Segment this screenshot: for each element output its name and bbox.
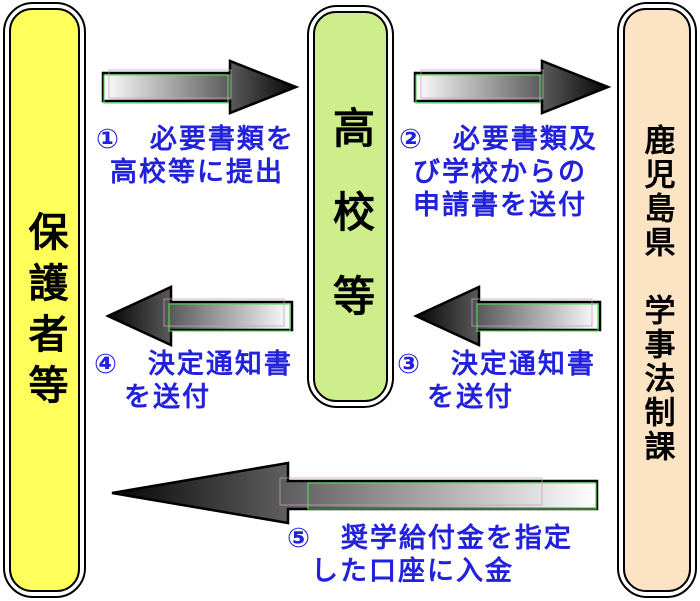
caption-step2-line1: ② 必要書類及 xyxy=(399,124,598,154)
box-highschool-inner: 高校等 xyxy=(313,11,388,402)
arrow-step5-left-icon xyxy=(111,461,599,525)
box-guardians-label: 保護者等 xyxy=(22,210,67,415)
caption-step5-line1: ⑤ 奨学給付金を指定 xyxy=(287,523,573,553)
box-prefecture: 鹿児島県 学事法制課 xyxy=(617,2,697,598)
box-highschool: 高校等 xyxy=(307,5,394,408)
arrow-step3-left-icon xyxy=(413,285,602,347)
box-highschool-label: 高校等 xyxy=(327,105,375,358)
caption-step4: ④ 決定通知書 を送付 xyxy=(94,348,293,414)
box-prefecture-inner: 鹿児島県 学事法制課 xyxy=(623,8,691,592)
caption-step4-line1: ④ 決定通知書 xyxy=(94,349,293,379)
caption-step1: ① 必要書類を 高校等に提出 xyxy=(96,123,295,189)
caption-step1-line2: 高校等に提出 xyxy=(110,157,284,187)
arrow-step1-right-icon xyxy=(101,59,300,115)
caption-step2-line3: 申請書を送付 xyxy=(413,190,587,220)
caption-step3-line2: を送付 xyxy=(427,382,514,412)
caption-step4-line2: を送付 xyxy=(124,382,211,412)
caption-step1-line1: ① 必要書類を xyxy=(96,124,295,154)
box-guardians-inner: 保護者等 xyxy=(9,8,80,592)
caption-step5: ⑤ 奨学給付金を指定 した口座に入金 xyxy=(287,522,573,588)
caption-step2-line2: び学校からの xyxy=(413,157,587,187)
caption-step3-line1: ③ 決定通知書 xyxy=(397,349,596,379)
caption-step3: ③ 決定通知書 を送付 xyxy=(397,348,596,414)
box-guardians: 保護者等 xyxy=(3,2,86,598)
arrow-step4-left-icon xyxy=(105,285,294,347)
arrow-step2-right-icon xyxy=(413,59,612,115)
caption-step2: ② 必要書類及 び学校からの 申請書を送付 xyxy=(399,123,598,222)
box-prefecture-label: 鹿児島県 学事法制課 xyxy=(639,123,675,464)
caption-step5-line2: した口座に入金 xyxy=(311,556,514,586)
